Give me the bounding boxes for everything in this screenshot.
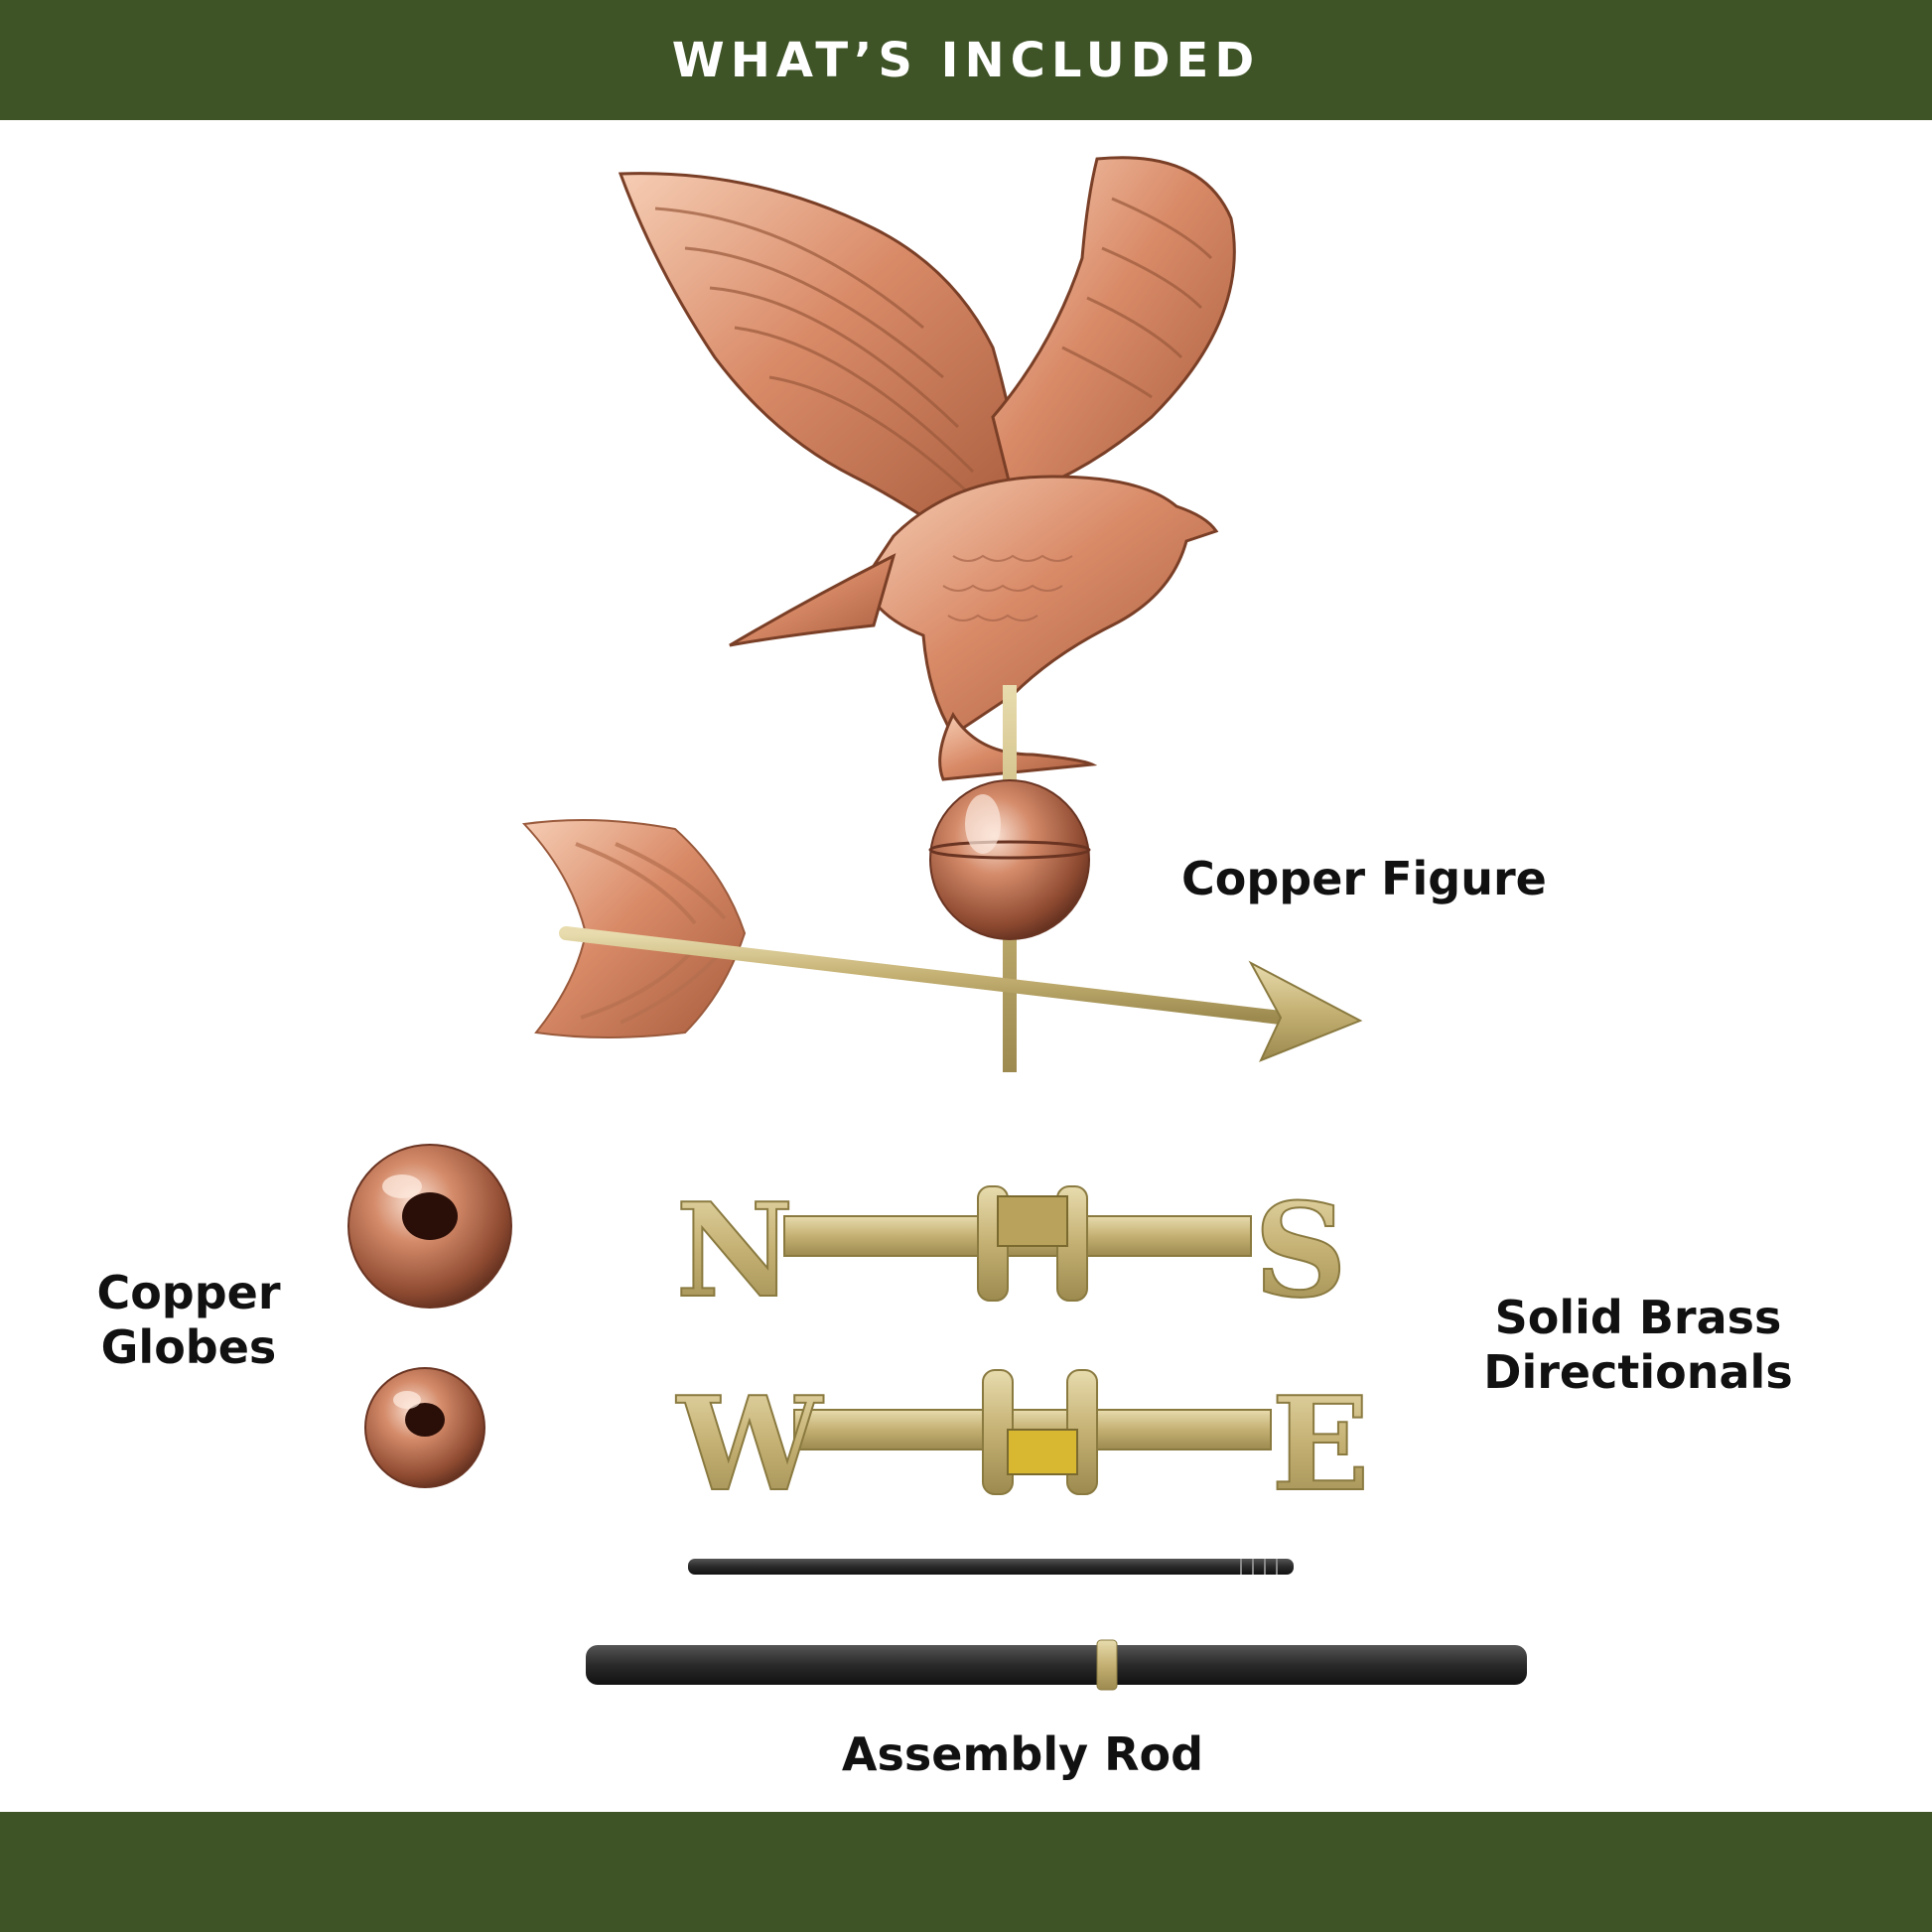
label-brass-line1: Solid Brass (1494, 1291, 1782, 1344)
bottom-banner (0, 1812, 1932, 1932)
label-assembly-rod: Assembly Rod (841, 1727, 1204, 1781)
label-brass-directionals: Solid Brass Directionals (1469, 1291, 1807, 1400)
directional-we: W E (674, 1367, 1371, 1521)
copper-globe-small (364, 1367, 485, 1488)
arrow-figure (521, 819, 1363, 1062)
label-copper-figure: Copper Figure (1181, 852, 1547, 905)
label-copper-globes-line2: Globes (100, 1320, 277, 1374)
label-copper-globes: Copper Globes (60, 1266, 318, 1375)
label-brass-line2: Directionals (1483, 1345, 1793, 1399)
letter-w: W (675, 1368, 824, 1520)
label-copper-globes-line1: Copper (96, 1266, 281, 1319)
letter-e: E (1271, 1368, 1369, 1520)
letter-n: N (676, 1174, 794, 1326)
top-banner: WHAT’S INCLUDED (0, 0, 1932, 120)
directional-ns: N S (675, 1173, 1348, 1327)
letter-s: S (1254, 1174, 1347, 1326)
short-rod (688, 1559, 1294, 1575)
eagle-figure (618, 156, 1236, 1072)
assembly-rod (586, 1639, 1527, 1691)
page-title: WHAT’S INCLUDED (671, 32, 1261, 88)
copper-globe-large (347, 1144, 512, 1309)
